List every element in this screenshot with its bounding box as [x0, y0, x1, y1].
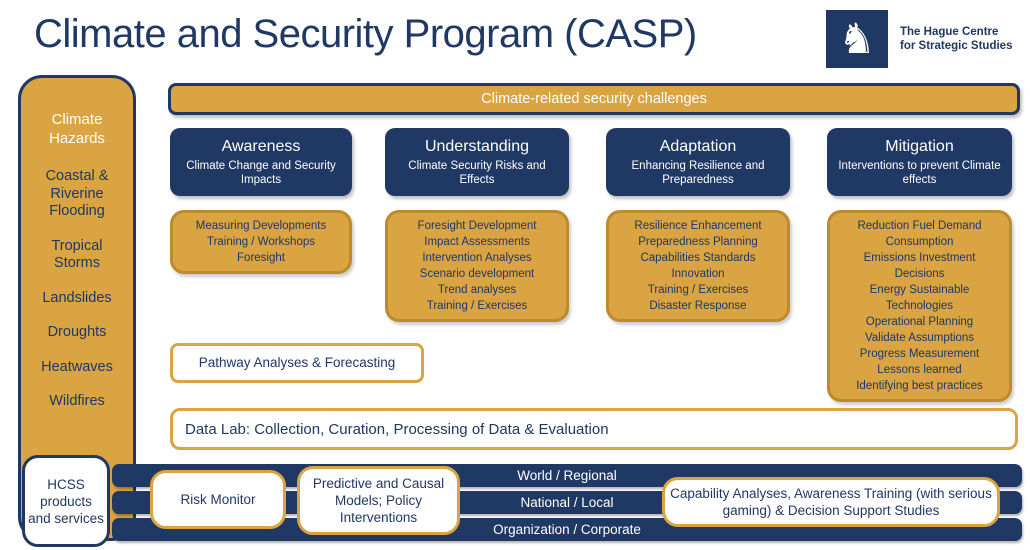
pillar-subtitle: Climate Change and Security Impacts — [186, 160, 336, 186]
pillar-header: Adaptation Enhancing Resilience and Prep… — [606, 128, 790, 196]
hazard-item: Coastal & Riverine Flooding — [45, 168, 109, 219]
list-item: Training / Exercises — [647, 284, 749, 296]
hazard-list: Coastal & Riverine Flooding Tropical Sto… — [27, 168, 127, 411]
list-item: Lessons learned — [877, 364, 962, 376]
list-item: Reduction Fuel Demand — [857, 220, 982, 232]
list-item: Training / Workshops — [206, 236, 315, 248]
list-item: Consumption — [885, 236, 954, 248]
pillar-understanding: Understanding Climate Security Risks and… — [385, 128, 569, 322]
list-item: Capabilities Standards — [640, 252, 756, 264]
pillar-activities: Foresight Development Impact Assessments… — [385, 210, 569, 322]
list-item: Energy Sustainable — [869, 284, 970, 296]
pillar-mitigation: Mitigation Interventions to prevent Clim… — [827, 128, 1012, 402]
list-item: Scenario development — [419, 268, 535, 280]
pillar-adaptation: Adaptation Enhancing Resilience and Prep… — [606, 128, 790, 322]
knight-icon: ♞ — [838, 15, 876, 62]
list-item: Training / Exercises — [426, 300, 528, 312]
pillar-awareness: Awareness Climate Change and Security Im… — [170, 128, 352, 274]
logo-org-line2: for Strategic Studies — [900, 40, 1013, 52]
list-item: Preparedness Planning — [638, 236, 758, 248]
list-item: Trend analyses — [437, 284, 517, 296]
data-lab-box: Data Lab: Collection, Curation, Processi… — [170, 408, 1018, 450]
predictive-causal-models-box: Predictive and Causal Models; Policy Int… — [297, 466, 460, 535]
pillar-title: Mitigation — [885, 138, 954, 155]
pillar-subtitle: Interventions to prevent Climate effects — [838, 160, 1001, 186]
list-item: Foresight — [237, 252, 285, 264]
list-item: Resilience Enhancement — [634, 220, 762, 232]
list-item: Impact Assessments — [424, 236, 530, 248]
page-title: Climate and Security Program (CASP) — [34, 12, 697, 56]
security-challenges-banner: Climate-related security challenges — [168, 83, 1020, 115]
hcss-logo-text: The Hague Centre for Strategic Studies — [900, 25, 1012, 53]
list-item: Validate Assumptions — [864, 332, 975, 344]
hazard-item: Tropical Storms — [51, 237, 103, 272]
hcss-logo: ♞ The Hague Centre for Strategic Studies — [826, 10, 1012, 68]
pillar-subtitle: Enhancing Resilience and Preparedness — [631, 160, 765, 186]
pillar-activities: Resilience Enhancement Preparedness Plan… — [606, 210, 790, 322]
list-item: Decisions — [894, 268, 945, 280]
list-item: Progress Measurement — [859, 348, 980, 360]
pathway-analyses-box: Pathway Analyses & Forecasting — [170, 343, 424, 383]
hazard-item: Wildfires — [49, 393, 105, 409]
list-item: Disaster Response — [649, 300, 747, 312]
risk-monitor-box: Risk Monitor — [150, 470, 286, 529]
hazard-item: Heatwaves — [41, 358, 113, 375]
pillar-header: Mitigation Interventions to prevent Clim… — [827, 128, 1012, 196]
hazard-item: Landslides — [42, 289, 112, 306]
logo-org-line1: The Hague Centre — [900, 26, 999, 38]
pillar-subtitle: Climate Security Risks and Effects — [408, 160, 546, 186]
list-item: Identifying best practices — [856, 380, 983, 392]
list-item: Measuring Developments — [195, 220, 327, 232]
list-item: Emissions Investment — [863, 252, 976, 264]
pillar-header: Understanding Climate Security Risks and… — [385, 128, 569, 196]
capability-analyses-box: Capability Analyses, Awareness Training … — [662, 477, 1000, 527]
list-item: Operational Planning — [865, 316, 974, 328]
hcss-logo-mark: ♞ — [826, 10, 888, 68]
list-item: Innovation — [671, 268, 725, 280]
pillar-title: Awareness — [221, 138, 301, 155]
pillar-activities: Reduction Fuel Demand Consumption Emissi… — [827, 210, 1012, 402]
pillar-header: Awareness Climate Change and Security Im… — [170, 128, 352, 196]
pillar-title: Adaptation — [659, 138, 737, 155]
pillar-title: Understanding — [424, 138, 530, 155]
sidebar-heading: Climate Hazards — [49, 111, 105, 147]
list-item: Technologies — [885, 300, 954, 312]
pillar-activities: Measuring Developments Training / Worksh… — [170, 210, 352, 274]
list-item: Intervention Analyses — [422, 252, 532, 264]
hcss-products-box: HCSS products and services — [22, 455, 110, 547]
list-item: Foresight Development — [417, 220, 537, 232]
hazard-item: Droughts — [47, 324, 107, 340]
